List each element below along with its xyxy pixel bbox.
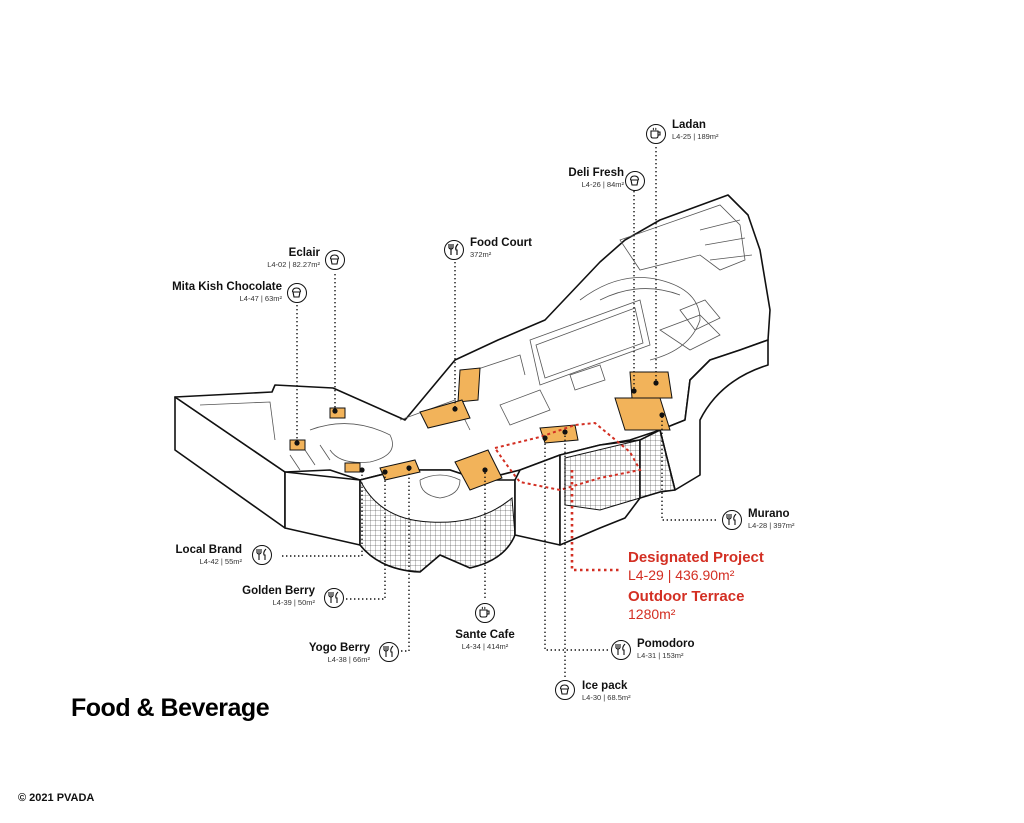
label-pomodoro: Pomodoro L4-31 | 153m² [637,638,695,661]
cupcake-icon [625,171,645,191]
label-deli-fresh-name: Deli Fresh [568,167,624,179]
designated-leader [570,470,622,572]
label-ice-pack: Ice pack L4-30 | 68.5m² [582,680,631,703]
coffee-cup-icon [646,124,666,144]
fork-knife-icon [444,240,464,260]
label-murano-info: L4-28 | 397m² [748,521,795,530]
label-deli-fresh: Deli Fresh L4-26 | 84m² [568,167,624,190]
label-eclair-name: Eclair [288,247,320,259]
label-food-court-info: 372m² [470,250,492,259]
label-mita-kish-name: Mita Kish Chocolate [172,281,282,293]
label-food-court: Food Court 372m² [470,237,532,260]
label-food-court-name: Food Court [470,237,532,249]
cupcake-icon [325,250,345,270]
label-ice-pack-name: Ice pack [582,680,628,692]
fork-knife-icon [324,588,344,608]
fork-knife-icon [252,545,272,565]
label-golden-berry: Golden Berry L4-39 | 50m² [242,585,315,608]
label-golden-berry-name: Golden Berry [242,585,315,597]
fork-knife-icon [611,640,631,660]
cupcake-icon [555,680,575,700]
label-yogo-berry: Yogo Berry L4-38 | 66m² [309,642,370,665]
page-title: Food & Beverage [71,694,270,722]
label-local-brand-name: Local Brand [175,544,242,556]
label-eclair-info: L4-02 | 82.27m² [267,260,320,269]
label-ladan-name: Ladan [672,119,706,131]
label-local-brand-info: L4-42 | 55m² [199,557,242,566]
outdoor-terrace-area: 1280m² [628,606,676,622]
fork-knife-icon [722,510,742,530]
fork-knife-icon [379,642,399,662]
label-yogo-berry-info: L4-38 | 66m² [327,655,370,664]
label-ice-pack-info: L4-30 | 68.5m² [582,693,631,702]
label-murano: Murano L4-28 | 397m² [748,508,795,531]
copyright-notice: © 2021 PVADA [18,792,95,804]
label-pomodoro-name: Pomodoro [637,638,695,650]
label-ladan: Ladan L4-25 | 189m² [672,119,719,142]
label-sante-cafe: Sante Cafe L4-34 | 414m² [453,629,517,652]
label-sante-cafe-info: L4-34 | 414m² [461,642,509,651]
outdoor-terrace-title: Outdoor Terrace [628,588,745,605]
label-deli-fresh-info: L4-26 | 84m² [581,180,624,189]
label-murano-name: Murano [748,508,790,520]
designated-project-boundary [494,421,642,492]
label-sante-cafe-name: Sante Cafe [455,629,515,641]
coffee-cup-icon [475,603,495,623]
label-eclair: Eclair L4-02 | 82.27m² [267,247,320,270]
facade-grid [359,429,676,573]
interior-walls [199,204,753,499]
cupcake-icon [287,283,307,303]
label-pomodoro-info: L4-31 | 153m² [637,651,684,660]
label-ladan-info: L4-25 | 189m² [672,132,719,141]
label-mita-kish-chocolate: Mita Kish Chocolate L4-47 | 63m² [172,281,282,304]
designated-project-code: L4-29 | 436.90m² [628,567,735,583]
label-mita-kish-info: L4-47 | 63m² [239,294,282,303]
label-local-brand: Local Brand L4-42 | 55m² [176,544,242,567]
designated-project-title: Designated Project [628,549,764,566]
anchor-dots [294,380,665,475]
fnb-units [289,367,673,491]
label-golden-berry-info: L4-39 | 50m² [272,598,315,607]
label-yogo-berry-name: Yogo Berry [308,642,370,654]
